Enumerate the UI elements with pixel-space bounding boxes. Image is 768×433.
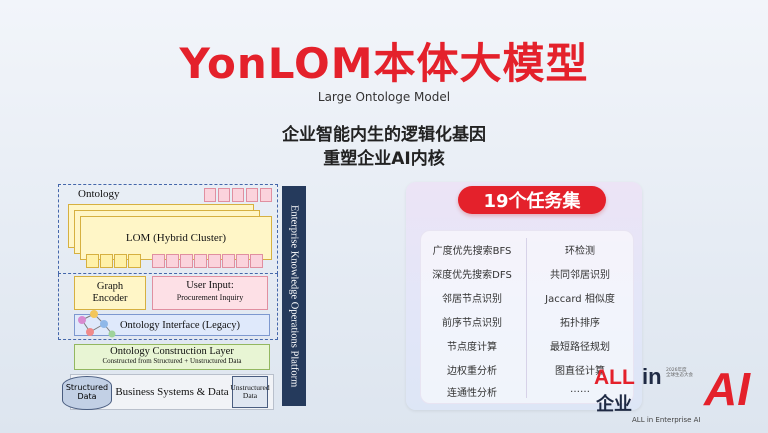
- page-subtitle: Large Ontologe Model: [317, 90, 451, 104]
- task-item: 共同邻居识别: [550, 270, 610, 281]
- graph-encoder-box: Graph Encoder: [74, 276, 146, 310]
- task-item: 前序节点识别: [442, 318, 502, 329]
- input-cell: [166, 254, 179, 268]
- task-item: 广度优先搜索BFS: [432, 246, 512, 257]
- structured-data-db: Structured Data: [62, 376, 112, 410]
- ontology-cell: [260, 188, 272, 202]
- tagline-2: 重塑企业AI内核: [323, 149, 445, 169]
- task-count-pill: 19个任务集: [458, 186, 606, 214]
- task-list-card: [420, 230, 634, 404]
- input-cell: [236, 254, 249, 268]
- graph-cell: [114, 254, 127, 268]
- logo-small-text: 2026年度 全球生态大会: [666, 368, 693, 379]
- logo-all: ALL: [594, 366, 635, 389]
- tagline-1: 企业智能内生的逻辑化基因: [282, 125, 486, 145]
- user-input-subtitle: Procurement Inquiry: [176, 293, 244, 302]
- task-item: 最短路径规划: [550, 342, 610, 353]
- unstructured-data-docs: Unstructured Data: [230, 376, 270, 408]
- user-input-title: User Input:: [186, 280, 234, 291]
- task-divider: [526, 238, 527, 398]
- architecture-diagram: Ontology LOM (Hybrid Cluster) Graph Enco…: [56, 182, 312, 414]
- logo-small-line: 全球生态大会: [666, 373, 693, 379]
- ontology-label: Ontology: [78, 188, 120, 200]
- logo-ai: AI: [704, 363, 750, 415]
- input-cell: [180, 254, 193, 268]
- task-item: 邻居节点识别: [442, 294, 502, 305]
- ontology-frame: [58, 184, 278, 274]
- task-item: 边权重分析: [447, 366, 497, 377]
- ontology-cell: [218, 188, 230, 202]
- graph-cell: [100, 254, 113, 268]
- graph-cell: [128, 254, 141, 268]
- business-systems-label: Business Systems & Data: [115, 386, 229, 398]
- graph-cell: [86, 254, 99, 268]
- ontology-cell: [246, 188, 258, 202]
- construction-subtitle: Constructed from Structured + Unstructur…: [102, 357, 242, 365]
- construction-title: Ontology Construction Layer: [110, 346, 234, 357]
- ontology-interface-box: Ontology Interface (Legacy): [74, 314, 270, 336]
- task-item: 深度优先搜索DFS: [432, 270, 512, 281]
- ontology-construction-layer: Ontology Construction Layer Constructed …: [74, 344, 270, 370]
- input-cell: [194, 254, 207, 268]
- input-cell: [250, 254, 263, 268]
- task-item: ……: [570, 384, 590, 395]
- task-item: 连通性分析: [447, 388, 497, 399]
- logo-caption: ALL in Enterprise AI: [632, 416, 701, 424]
- input-cell: [152, 254, 165, 268]
- task-item: 节点度计算: [447, 342, 497, 353]
- task-item: 拓扑排序: [560, 318, 600, 329]
- ontology-cell: [232, 188, 244, 202]
- ontology-cell: [204, 188, 216, 202]
- logo-small-line: 2026年度: [666, 368, 687, 373]
- task-item: Jaccard 相似度: [545, 294, 615, 305]
- logo-in: in: [642, 364, 662, 389]
- platform-label: Enterprise Knowledge Operations Platform: [282, 186, 306, 406]
- logo-qiye: 企业: [596, 394, 632, 415]
- event-logo: ALL in 2026年度 全球生态大会 企业 AI ALL in Enterp…: [594, 363, 764, 430]
- page-title: YonLOM本体大模型: [179, 39, 589, 88]
- user-input-box: User Input: Procurement Inquiry: [152, 276, 268, 310]
- task-item: 环检测: [565, 246, 595, 257]
- input-cell: [222, 254, 235, 268]
- system-frame: [58, 274, 278, 340]
- input-cell: [208, 254, 221, 268]
- task-item: 图直径计算: [555, 366, 605, 377]
- graph-nodes-icon: [78, 310, 116, 338]
